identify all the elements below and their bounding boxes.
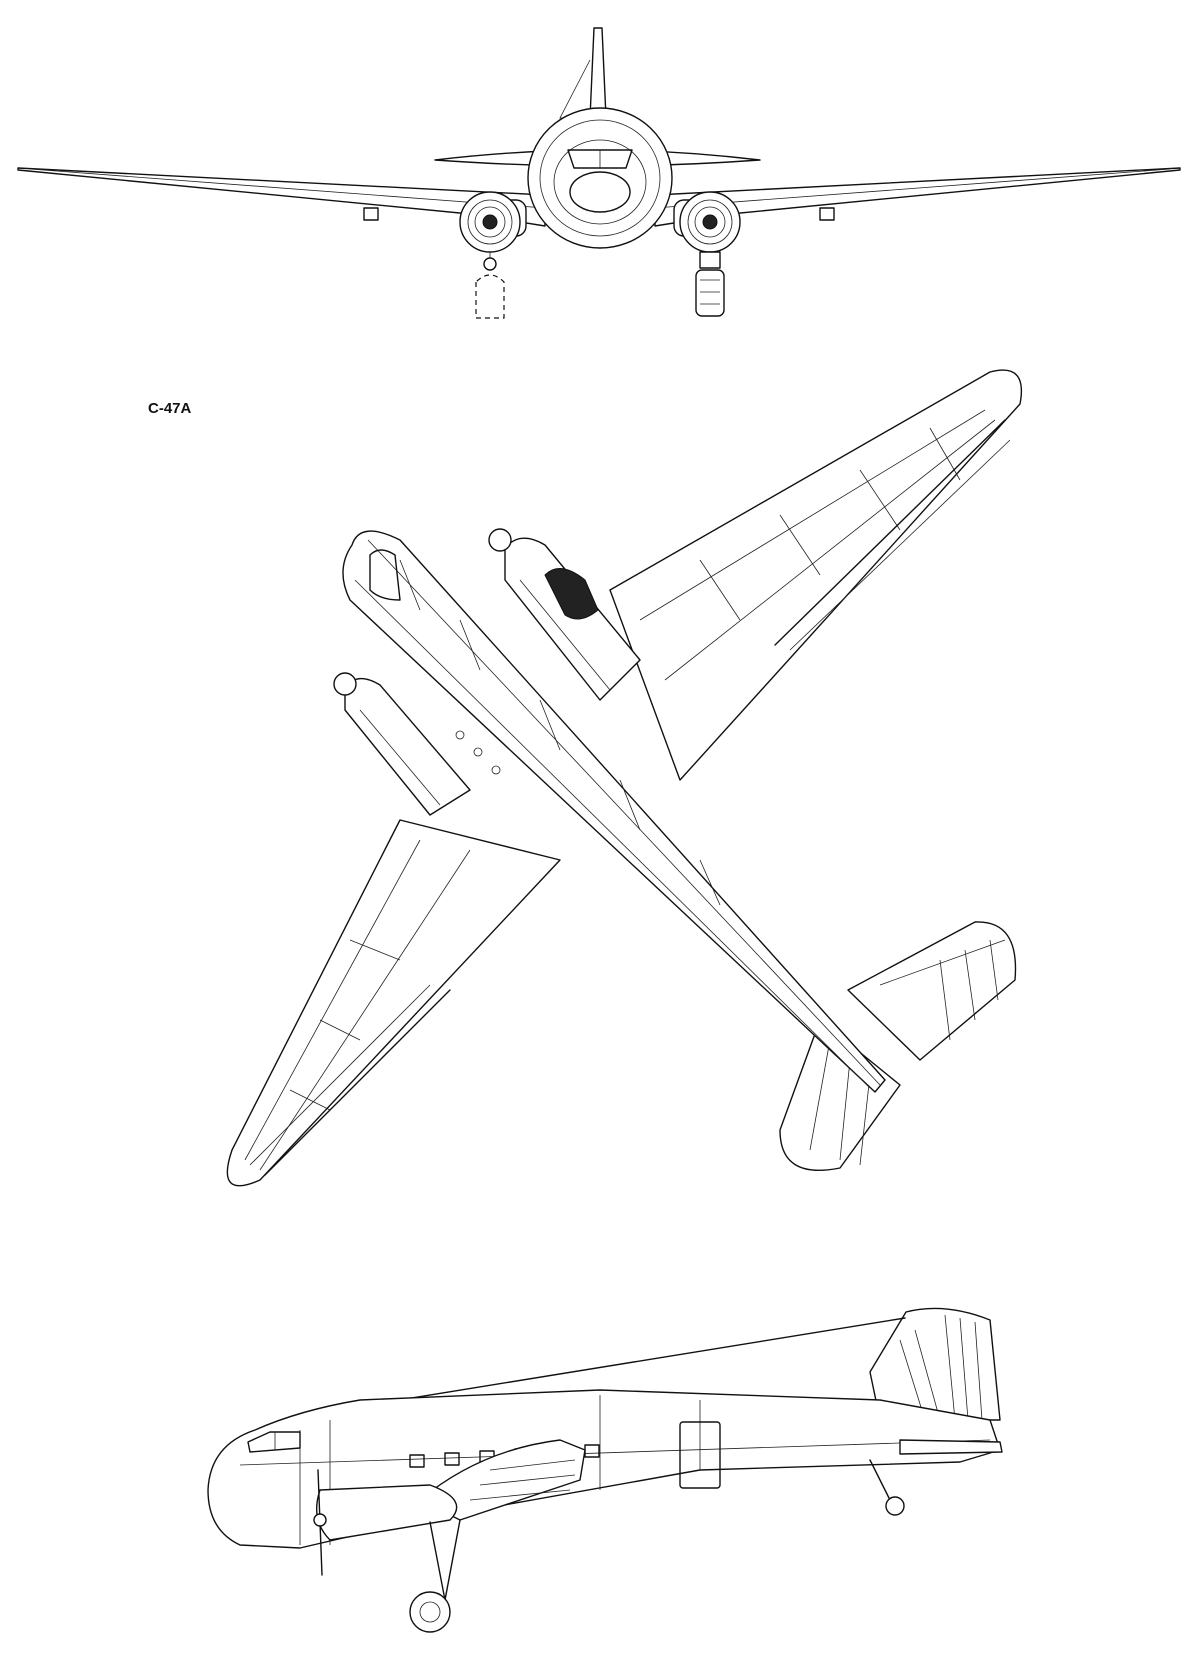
side-view-cargo-door <box>679 1421 721 1489</box>
front-view <box>17 27 1181 319</box>
plan-view-tail-lower <box>779 1019 901 1172</box>
plan-view-fuselage <box>342 530 886 1093</box>
plan-view-tail-upper <box>847 921 1017 1061</box>
front-view-fin <box>589 27 607 119</box>
front-view-right-engine <box>673 191 741 317</box>
side-view-fin <box>869 1307 1001 1421</box>
plan-view <box>226 369 1022 1187</box>
plan-view-upper-engine <box>488 528 641 701</box>
front-view-left-engine <box>459 191 527 319</box>
plan-view-lower-wing <box>226 819 561 1187</box>
plan-view-upper-wing <box>609 369 1022 781</box>
plan-view-lower-engine <box>333 672 501 816</box>
side-view-tail-wheel <box>869 1459 905 1516</box>
side-view <box>207 1307 1003 1633</box>
side-view-main-gear <box>409 1519 461 1633</box>
side-view-wing <box>419 1439 586 1521</box>
side-view-cockpit-windows <box>247 1431 301 1453</box>
side-view-engine <box>316 1484 458 1541</box>
variant-label: C-47A <box>148 400 192 417</box>
